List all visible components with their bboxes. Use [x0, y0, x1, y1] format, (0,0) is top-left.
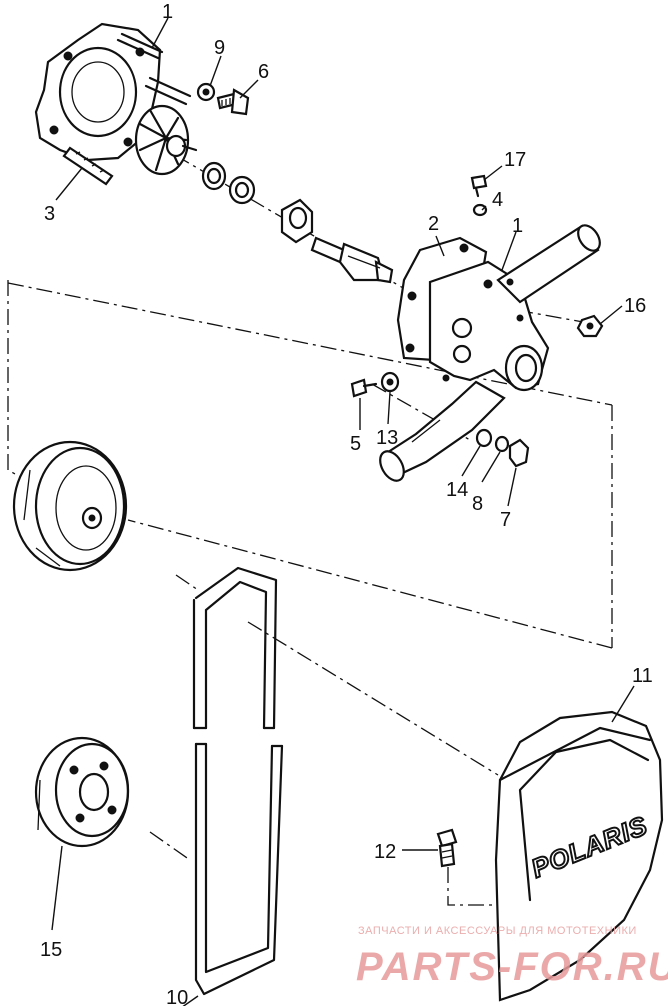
callout-7: 7 — [500, 509, 511, 531]
screw-5 — [350, 378, 378, 398]
callout-13: 13 — [376, 427, 398, 449]
nut-16 — [576, 314, 604, 338]
washer-14 — [475, 428, 493, 448]
pump-body — [428, 224, 601, 392]
lower-pulley-15 — [34, 736, 130, 848]
leader-lines — [51, 17, 635, 1006]
o-ring-4 — [472, 203, 488, 217]
upper-pulley — [12, 440, 128, 572]
stud-3 — [62, 146, 114, 186]
seal-ring-a — [201, 161, 227, 191]
callout-10: 10 — [166, 987, 188, 1006]
bearing — [280, 198, 314, 244]
callout-5: 5 — [350, 433, 361, 455]
callout-15: 15 — [40, 939, 62, 961]
callout-9: 9 — [214, 37, 225, 59]
callout-1-body: 1 — [512, 215, 523, 237]
watermark-tagline: ЗАПЧАСТИ И АКСЕССУАРЫ ДЛЯ МОТОТЕХНИКИ — [358, 925, 637, 937]
pump-shaft — [310, 236, 394, 284]
watermark-logo: PARTS-FOR.RU — [356, 945, 668, 989]
callout-3: 3 — [44, 203, 55, 225]
watermark: ЗАПЧАСТИ И АКСЕССУАРЫ ДЛЯ МОТОТЕХНИКИ PA… — [356, 925, 668, 989]
bolt-12 — [436, 828, 458, 868]
drive-belt-10 — [192, 566, 284, 996]
callout-11: 11 — [632, 665, 653, 687]
callout-2: 2 — [428, 213, 439, 235]
callout-labels: 1 9 6 3 17 4 2 1 16 5 13 14 8 7 11 12 15… — [40, 1, 653, 1006]
callout-17: 17 — [504, 149, 526, 171]
callout-1-plate: 1 — [162, 1, 173, 23]
seal-ring-b — [228, 175, 256, 205]
washer-9 — [196, 82, 216, 102]
callout-16: 16 — [624, 295, 646, 317]
callout-14: 14 — [446, 479, 468, 501]
callout-6: 6 — [258, 61, 269, 83]
elbow-outlet — [379, 380, 506, 482]
impeller — [134, 104, 198, 176]
belt-cover-11: POLARIS — [494, 710, 664, 1002]
callout-8: 8 — [472, 493, 483, 515]
washer-13 — [380, 371, 400, 393]
screw-17 — [470, 174, 488, 198]
nut-7 — [508, 438, 530, 468]
pump-housing-plate — [34, 22, 192, 162]
callout-4: 4 — [492, 189, 503, 211]
callout-12: 12 — [374, 841, 396, 863]
lock-washer-8 — [494, 435, 510, 453]
